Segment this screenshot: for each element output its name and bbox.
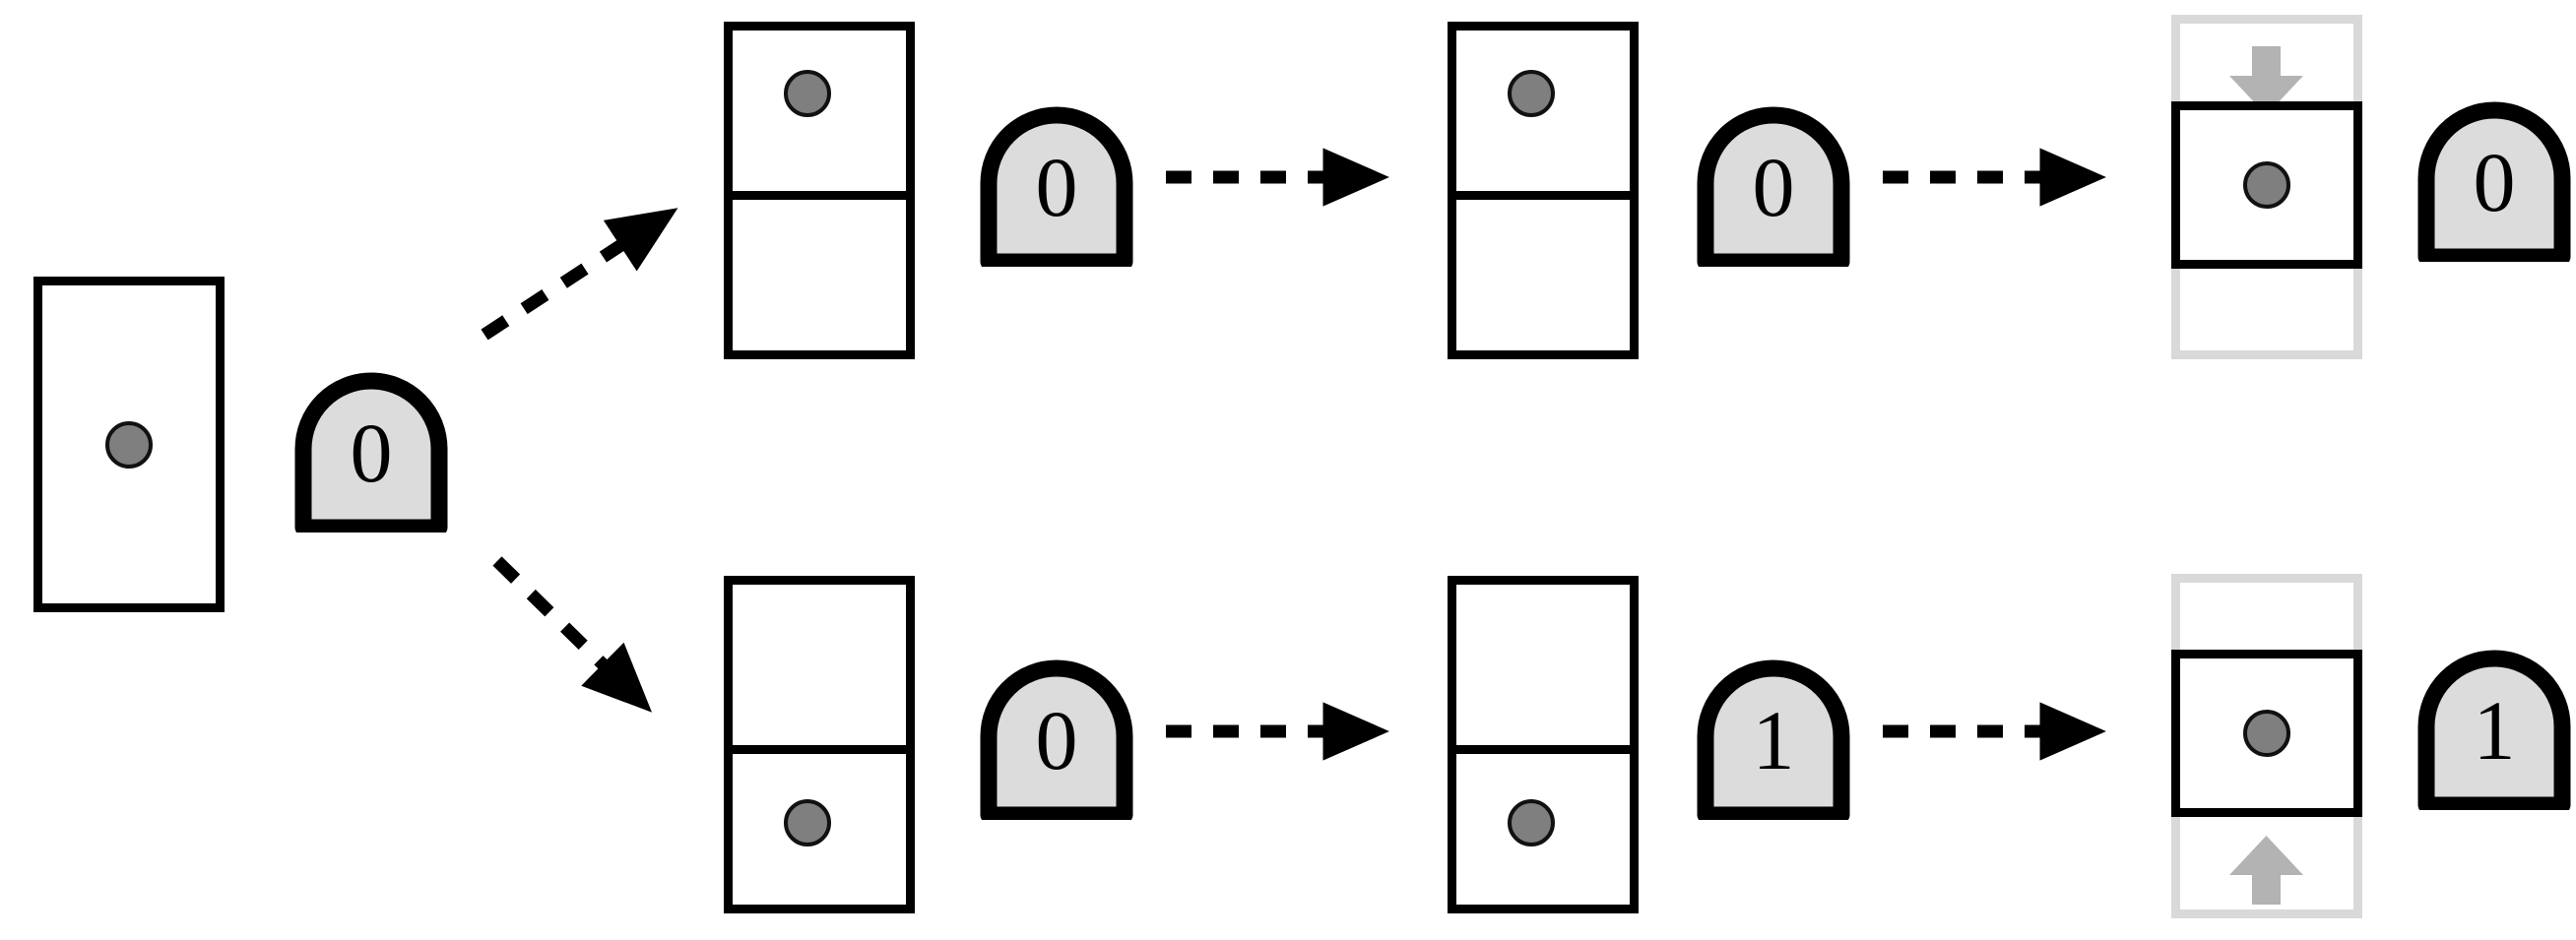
bottom-tape-1 bbox=[724, 576, 915, 913]
tape-cell-divider bbox=[733, 745, 906, 754]
top-tape-2 bbox=[1448, 22, 1639, 359]
top-state-label-2: 0 bbox=[1752, 139, 1795, 234]
bottom-head-dot-2 bbox=[1508, 799, 1555, 846]
top-transition-arrow-2 bbox=[1879, 148, 2120, 207]
top-head-dot-3 bbox=[2243, 161, 2290, 209]
top-state-tombstone-3: 0 bbox=[2417, 101, 2571, 262]
tape-cell-divider bbox=[1456, 745, 1630, 754]
bottom-state-label-3: 1 bbox=[2473, 682, 2516, 778]
bottom-tape-2 bbox=[1448, 576, 1639, 913]
arrow-up-icon bbox=[2224, 834, 2308, 905]
bottom-state-tombstone-2: 1 bbox=[1697, 659, 1850, 820]
top-head-dot-1 bbox=[784, 70, 831, 117]
top-tape-3-head-cell bbox=[2171, 101, 2362, 269]
top-head-dot-2 bbox=[1508, 70, 1555, 117]
arrow-down-icon bbox=[2224, 46, 2308, 117]
tape-cell-divider bbox=[1456, 191, 1630, 200]
bottom-state-tombstone-3: 1 bbox=[2417, 650, 2571, 810]
bottom-head-dot-1 bbox=[784, 799, 831, 846]
root-state-tombstone: 0 bbox=[294, 372, 448, 533]
bottom-transition-arrow-1 bbox=[1162, 702, 1403, 761]
bottom-state-label-2: 1 bbox=[1752, 692, 1795, 787]
top-transition-arrow-1 bbox=[1162, 148, 1403, 207]
branch-arrow-up bbox=[463, 177, 699, 354]
tape-cell-divider bbox=[733, 191, 906, 200]
bottom-tape-3-head-cell bbox=[2171, 650, 2362, 817]
top-state-label-1: 0 bbox=[1035, 139, 1078, 234]
branch-arrow-down bbox=[463, 532, 699, 728]
top-state-label-3: 0 bbox=[2473, 134, 2516, 229]
root-state-label: 0 bbox=[350, 405, 393, 500]
bottom-transition-arrow-2 bbox=[1879, 702, 2120, 761]
root-head-dot bbox=[105, 420, 153, 469]
top-state-tombstone-1: 0 bbox=[980, 106, 1133, 267]
top-tape-1 bbox=[724, 22, 915, 359]
bottom-head-dot-3 bbox=[2243, 710, 2290, 757]
bottom-state-tombstone-1: 0 bbox=[980, 659, 1133, 820]
root-tape bbox=[33, 277, 225, 612]
bottom-state-label-1: 0 bbox=[1035, 692, 1078, 787]
top-state-tombstone-2: 0 bbox=[1697, 106, 1850, 267]
